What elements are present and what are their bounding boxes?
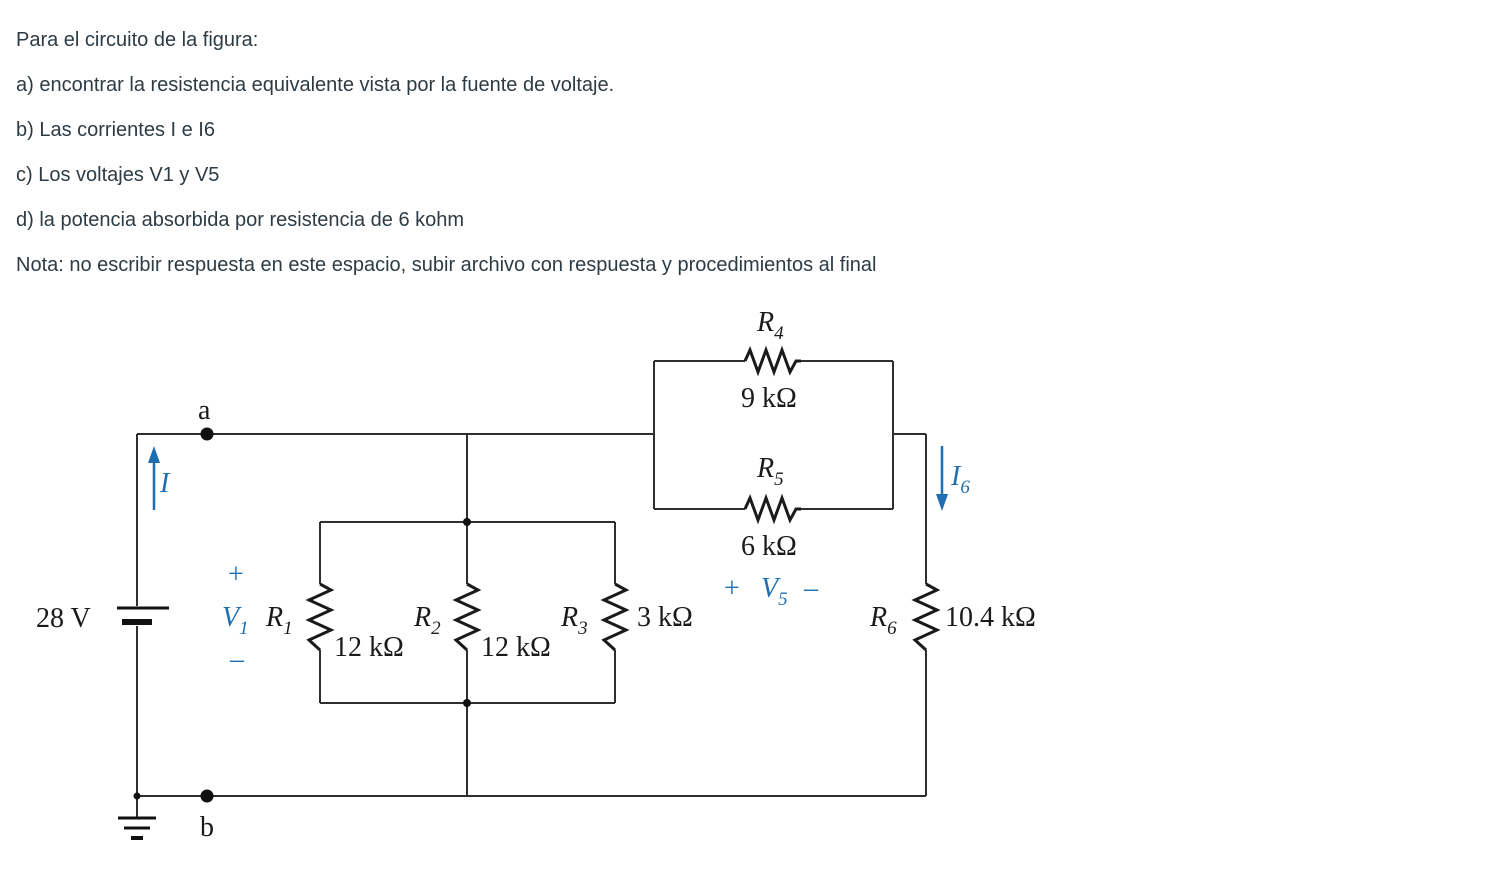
v5-label: V5 (761, 573, 788, 610)
node-b-dot (200, 789, 214, 803)
question-note: Nota: no escribir respuesta en este espa… (16, 254, 877, 276)
node-a-label: a (198, 395, 211, 426)
resistor-r5 (743, 493, 801, 525)
question-part-c: c) Los voltajes V1 y V5 (16, 164, 220, 186)
ground-symbol (118, 816, 156, 840)
r4-label: R4 (756, 307, 784, 344)
r3-label: R3 (560, 602, 588, 639)
v1-plus-sign: + (228, 559, 244, 590)
question-part-d: d) la potencia absorbida por resistencia… (16, 209, 465, 231)
v5-plus-sign: + (724, 573, 740, 604)
resistor-r6 (911, 582, 941, 652)
node-b-label: b (200, 812, 214, 843)
r6-value: 10.4 kΩ (945, 602, 1036, 633)
junction-dot (133, 792, 141, 800)
r1-value: 12 kΩ (334, 632, 404, 663)
current-i-label: I (159, 468, 171, 499)
junction-dot (463, 699, 471, 707)
r1-label: R1 (265, 602, 293, 639)
resistor-r2 (452, 582, 482, 652)
question-part-a: a) encontrar la resistencia equivalente … (16, 74, 615, 96)
current-i-arrow (148, 446, 160, 510)
r3-value: 3 kΩ (637, 602, 693, 633)
junction-dot (463, 518, 471, 526)
question-part-b: b) Las corrientes I e I6 (16, 119, 215, 141)
node-a-dot (200, 427, 214, 441)
r4-value: 9 kΩ (741, 383, 797, 414)
resistor-r3 (600, 582, 630, 652)
source-voltage-label: 28 V (36, 603, 91, 634)
question-text: Para el circuito de la figura: a) encont… (16, 26, 876, 296)
question-intro: Para el circuito de la figura: (16, 29, 259, 51)
v1-minus-sign: – (229, 644, 245, 675)
resistor-r1 (305, 582, 335, 652)
r5-value: 6 kΩ (741, 531, 797, 562)
r6-label: R6 (869, 602, 897, 639)
current-i6-arrow (936, 446, 948, 511)
v5-minus-sign: – (803, 573, 819, 604)
resistor-r4 (743, 345, 801, 377)
voltage-source-symbol (117, 606, 169, 625)
r2-value: 12 kΩ (481, 632, 551, 663)
v1-label: V1 (222, 602, 249, 639)
r5-label: R5 (756, 453, 784, 490)
current-i6-label: I6 (950, 461, 970, 498)
r2-label: R2 (413, 602, 441, 639)
